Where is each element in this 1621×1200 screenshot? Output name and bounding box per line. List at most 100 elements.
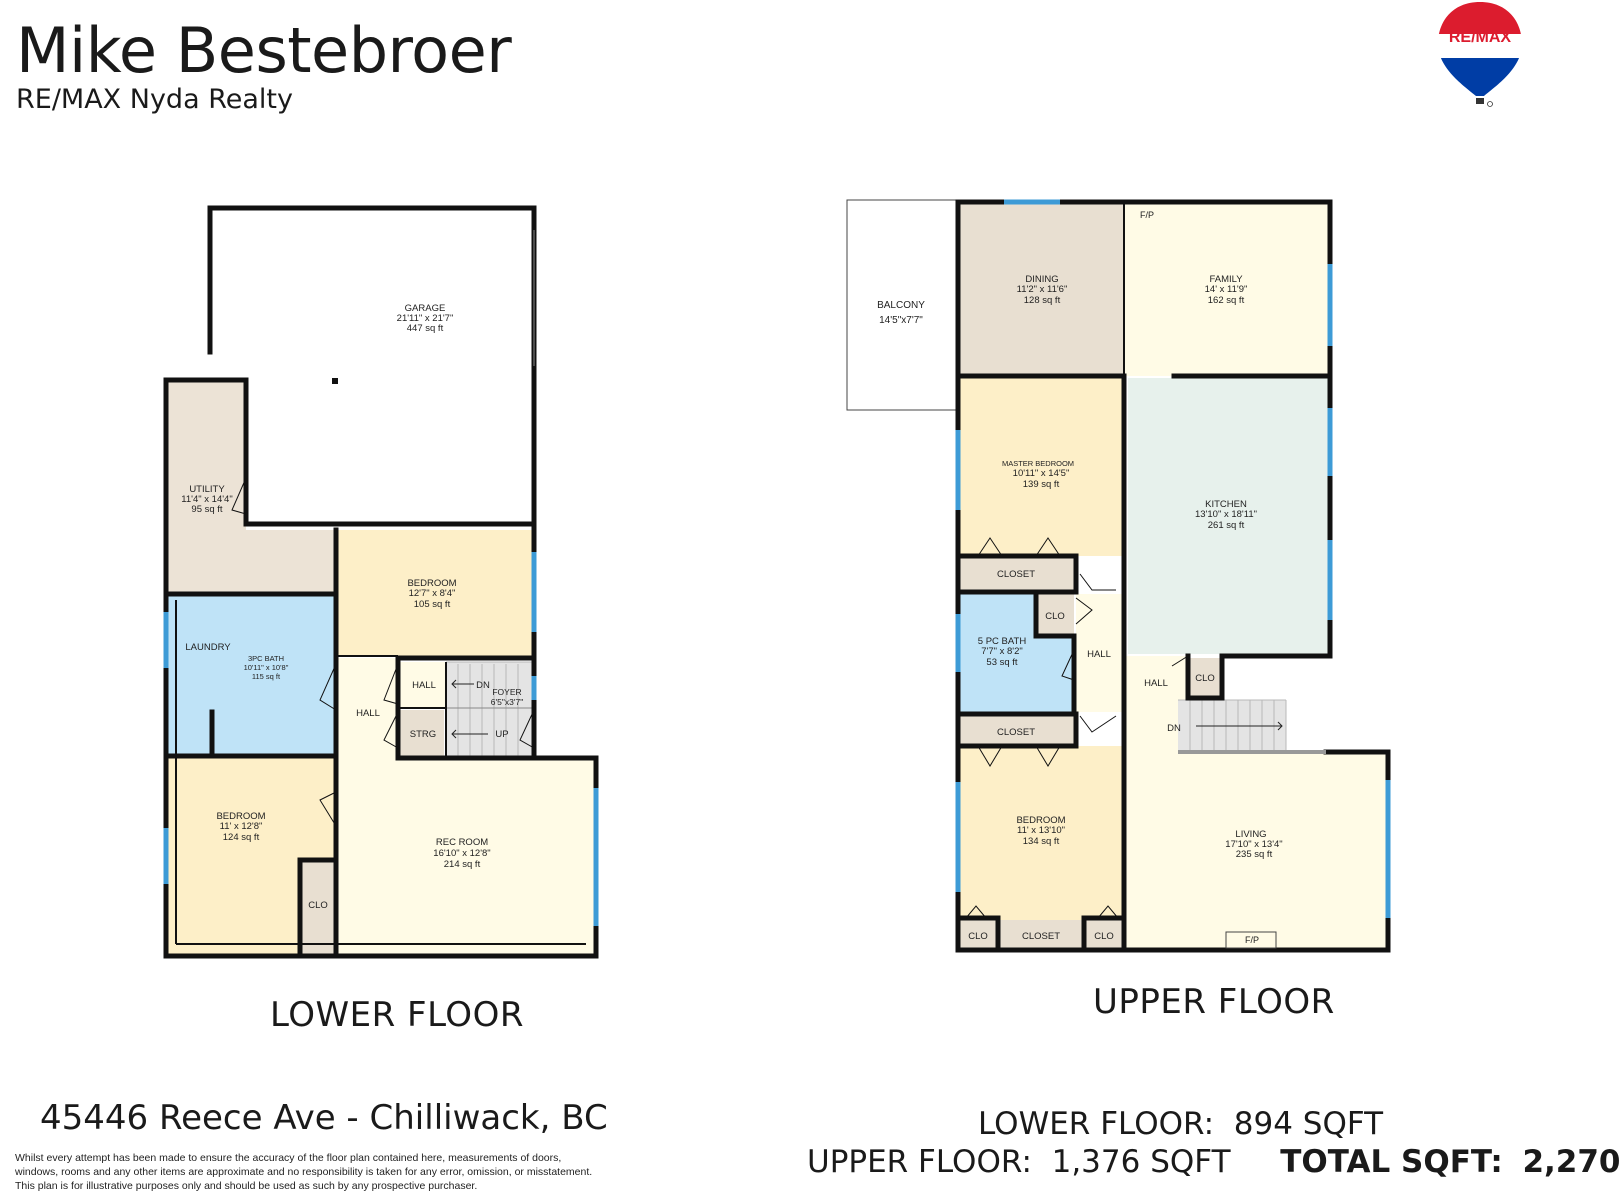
total-sqft-value: 2,270 [1522,1144,1621,1180]
lower-stairs-fill [446,662,534,756]
bath3pc-name: 3PC BATH [248,654,284,663]
bath5pc-dims: 7'7" x 8'2" [981,646,1023,657]
closet3-name: CLOSET [1022,931,1060,942]
closet1-name: CLOSET [997,569,1035,580]
kitchen-area: 261 sq ft [1208,520,1245,531]
balcony-name: BALCONY [877,300,925,311]
lower-sqft-label: LOWER FLOOR: [978,1106,1215,1142]
lower-dn-label: DN [476,680,490,691]
upper-room-labels: BALCONY 14'5"x7'7" DINING 11'2" x 11'6" … [877,210,1283,945]
upper-hall1-name: HALL [1087,649,1111,660]
floor-plan-drawing: GARAGE 21'11" x 21'7" 447 sq ft UTILITY … [163,199,1391,959]
living-area: 235 sq ft [1236,849,1273,860]
rec-room-area: 214 sq ft [444,859,481,870]
remax-balloon-logo: RE/MAX [1438,2,1522,107]
balcony-outline [846,199,958,411]
laundry-bath-fill [168,596,336,756]
clo1-name: CLO [1045,611,1065,622]
dining-area: 128 sq ft [1024,295,1061,306]
lower-windows [163,552,599,926]
upper-hall1-fill [1076,594,1122,712]
property-address: 45446 Reece Ave - Chilliwack, BC [40,1098,608,1138]
balcony-dims: 14'5"x7'7" [879,315,923,326]
upper-bedroom-dims: 11' x 13'10" [1017,825,1065,836]
lower-walls [163,205,599,959]
lower-bedroom1-area: 105 sq ft [414,599,451,610]
upper-stair-arrow [1196,721,1283,731]
rec-room-dims: 16'10" x 12'8" [433,848,490,859]
upper-sqft-label: UPPER FLOOR: [807,1144,1032,1180]
agency-name: RE/MAX Nyda Realty [16,84,293,115]
dining-dims: 11'2" x 11'6" [1017,284,1068,295]
garage-name: GARAGE [405,303,446,314]
clo1-fill [1036,592,1074,636]
upper-dn-label: DN [1167,723,1181,734]
family-name: FAMILY [1209,274,1243,285]
clo4-fill [1086,920,1122,950]
small-hall-fill [400,662,446,708]
utility-area: 95 sq ft [191,504,223,515]
disclaimer-line-3: This plan is for illustrative purposes o… [15,1180,478,1192]
lower-doors [231,477,535,827]
strg-name: STRG [410,729,436,740]
agent-name: Mike Bestebroer [16,14,512,87]
lower-bedroom1-fill [338,530,534,656]
upper-thin-walls [1123,204,1326,949]
bath5pc-area: 53 sq ft [986,657,1018,668]
closet3-fill [998,920,1084,950]
upper-windows [955,199,1391,918]
upper-floor-plan: BALCONY 14'5"x7'7" DINING 11'2" x 11'6" … [846,199,1391,953]
balloon-white-band [1438,34,1522,58]
lower-up-label: UP [495,729,508,740]
clo4-name: CLO [1094,931,1114,942]
master-fill [960,378,1124,556]
upper-bedroom-fill [960,746,1124,920]
upper-bedroom-area: 134 sq ft [1023,836,1060,847]
foyer-dims: 6'5"x3'7" [491,697,523,707]
balloon-basket [1476,98,1484,104]
lower-bedroom1-dims: 12'7" x 8'4" [409,588,456,599]
bath5pc-name: 5 PC BATH [978,636,1027,647]
total-sqft-label: TOTAL SQFT: [1280,1144,1503,1180]
clo2-name: CLO [1195,673,1215,684]
lower-bedroom1-name: BEDROOM [407,578,456,589]
garage-area: 447 sq ft [407,323,444,334]
lower-floor-title: LOWER FLOOR [270,995,524,1035]
disclaimer-line-1: Whilst every attempt has been made to en… [15,1152,562,1164]
kitchen-dims: 13'10" x 18'11" [1195,509,1257,520]
lower-room-labels: GARAGE 21'11" x 21'7" 447 sq ft UTILITY … [181,303,523,911]
living-hall-fill [1126,656,1388,950]
upper-bedroom-name: BEDROOM [1016,815,1065,826]
lower-clo-fill [300,862,334,954]
living-name: LIVING [1235,829,1266,840]
lower-hall-fill [338,658,398,758]
registered-mark [1487,101,1493,107]
master-name: MASTER BEDROOM [1002,459,1074,468]
upper-floor-title: UPPER FLOOR [1093,982,1335,1022]
upper-hall2-name: HALL [1144,678,1168,689]
upper-sqft-value: 1,376 SQFT [1051,1144,1231,1180]
disclaimer-line-2: windows, rooms and any other items are a… [15,1166,593,1178]
bath5pc-fill [960,594,1074,714]
utility-name: UTILITY [189,484,225,495]
lower-stair-arrows [451,679,488,739]
dining-fill [960,204,1124,376]
master-area: 139 sq ft [1023,479,1060,490]
lower-floor-plan: GARAGE 21'11" x 21'7" 447 sq ft UTILITY … [163,205,599,959]
laundry-name: LAUNDRY [185,642,231,653]
clo2-fill [1190,658,1222,698]
strg-fill [400,710,444,756]
kitchen-name: KITCHEN [1205,499,1247,510]
disclaimer: Whilst every attempt has been made to en… [15,1151,675,1193]
garage-post [332,378,338,384]
utility-dims: 11'4" x 14'4" [181,494,232,505]
closet2-name: CLOSET [997,727,1035,738]
family-fill [1124,204,1330,376]
family-area: 162 sq ft [1208,295,1245,306]
fp-top-label: F/P [1140,210,1154,220]
clo3-fill [960,920,996,950]
garage-dims: 21'11" x 21'7" [397,313,454,324]
foyer-name: FOYER [492,687,521,697]
utility-fill [166,380,336,592]
family-dims: 14' x 11'9" [1205,284,1248,295]
